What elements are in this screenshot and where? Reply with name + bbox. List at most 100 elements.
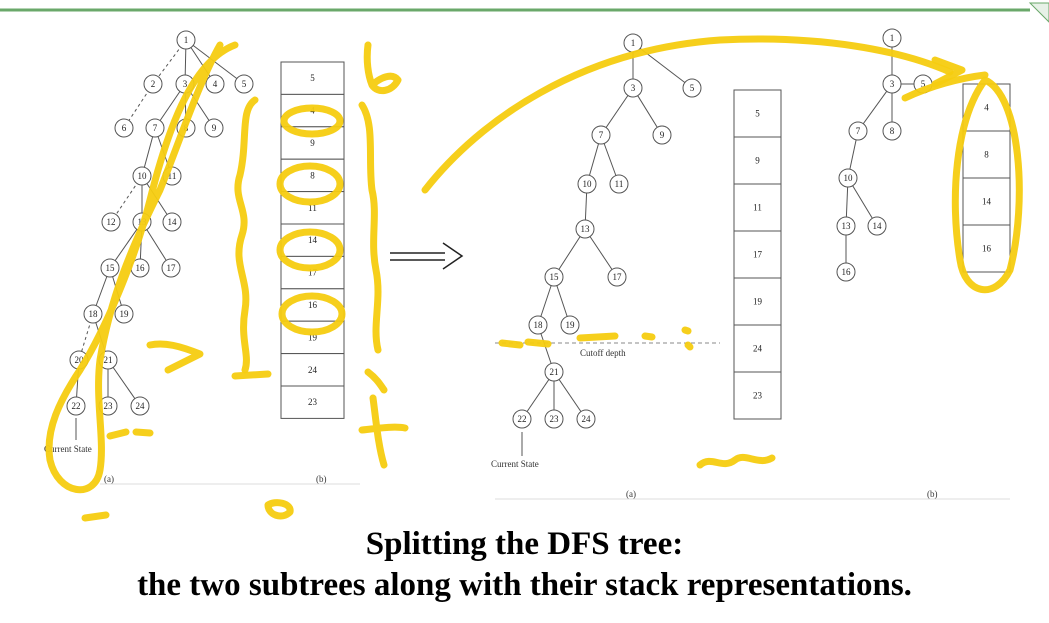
right-stack-value: 24	[753, 344, 763, 354]
left-tree-node-label: 14	[168, 217, 178, 227]
split-tree-node-label: 5	[921, 79, 926, 89]
split-tree-node-10: 10	[838, 168, 858, 188]
right-tree-node-24: 24	[576, 409, 596, 429]
right-tree-node-label: 9	[660, 130, 665, 140]
right-tree-node-17: 17	[607, 267, 627, 287]
right-tree-node-circle	[609, 174, 629, 194]
left-stack-value: 11	[308, 203, 317, 213]
left-tree-node-19: 19	[114, 304, 134, 324]
right-current-state-label: Current State	[491, 459, 539, 469]
right-stack-rect	[733, 136, 782, 185]
left-tree-node-circle	[114, 304, 134, 324]
right-tree-node-circle	[512, 409, 532, 429]
right-tree-node-circle	[528, 315, 548, 335]
left-tree-node-label: 19	[120, 309, 130, 319]
yellow-annotations	[45, 35, 1023, 522]
left-tree-node-label: 11	[168, 171, 177, 181]
left-tree-node-18: 18	[83, 304, 103, 324]
split-tree-node-label: 10	[844, 173, 854, 183]
split-stack-cell: 16	[962, 224, 1011, 273]
right-stack-value: 17	[753, 250, 763, 260]
left-tree-node-label: 3	[183, 79, 188, 89]
split-tree-node-7: 7	[848, 121, 868, 141]
split-tree-node-circle	[836, 262, 856, 282]
right-tree-node-circle	[560, 315, 580, 335]
left-tree-node-circle	[130, 396, 150, 416]
right-tree-node-label: 10	[583, 179, 593, 189]
right-tree-node-7: 7	[591, 125, 611, 145]
split-stack-cell: 8	[962, 130, 1011, 179]
transition-arrow	[390, 242, 464, 270]
right-tree-edge-13-17	[584, 228, 618, 278]
left-tree-node-label: 12	[107, 217, 116, 227]
right-tree-node-23: 23	[544, 409, 564, 429]
right-tree-node-circle	[591, 125, 611, 145]
left-tree-node-22: 22	[66, 396, 86, 416]
left-tree-node-14: 14	[162, 212, 182, 232]
left-tree-node-10: 10	[132, 166, 152, 186]
right-tree-node-label: 23	[550, 414, 560, 424]
right-tree-edge-13-15	[553, 228, 586, 278]
right-tree-node-circle	[576, 409, 596, 429]
left-tree-node-label: 6	[122, 123, 127, 133]
right-tree-node-circle	[607, 267, 627, 287]
right-stack-rect	[733, 230, 782, 279]
right-stack-value: 9	[755, 156, 760, 166]
right-stack-cell: 19	[733, 277, 782, 326]
left-tree-node-1: 1	[176, 30, 196, 50]
right-tree-node-circle	[544, 409, 564, 429]
right-tree-node-label: 21	[550, 367, 559, 377]
right-tree-node-1: 1	[623, 33, 643, 53]
right-stack-cell: 24	[733, 324, 782, 373]
split-stack-rect	[962, 224, 1011, 273]
split-tree-node-circle	[838, 168, 858, 188]
left-tree-node-circle	[204, 118, 224, 138]
left-stack-value: 5	[310, 73, 315, 83]
right-tree-node-label: 17	[613, 272, 623, 282]
left-current-state-label: Current State	[44, 444, 92, 454]
right-label-b: (b)	[927, 489, 938, 499]
split-tree-node-label: 13	[842, 221, 852, 231]
left-label-a: (a)	[104, 474, 114, 484]
right-tree-node-label: 1	[631, 38, 636, 48]
left-tree-node-15: 15	[100, 258, 120, 278]
left-stack-value: 14	[308, 235, 318, 245]
left-tree-node-label: 2	[151, 79, 156, 89]
left-tree-node-label: 10	[138, 171, 148, 181]
split-tree-node-1: 1	[882, 28, 902, 48]
split-tree-node-circle	[882, 74, 902, 94]
left-stack-value: 24	[308, 365, 318, 375]
split-tree-node-3: 3	[882, 74, 902, 94]
left-tree-node-circle	[161, 258, 181, 278]
right-tree-node-3: 3	[623, 78, 643, 98]
left-tree-node-label: 23	[104, 401, 114, 411]
split-tree-node-label: 3	[890, 79, 895, 89]
left-tree-node-label: 15	[106, 263, 116, 273]
left-tree-node-label: 4	[213, 79, 218, 89]
split-stack-value: 4	[984, 103, 989, 113]
split-tree-node-circle	[836, 216, 856, 236]
left-tree-node-label: 20	[75, 355, 85, 365]
caption-line-1: Splitting the DFS tree:	[365, 526, 684, 562]
right-tree-node-label: 15	[550, 272, 560, 282]
right-tree-node-circle	[577, 174, 597, 194]
left-stack-rect	[280, 385, 345, 419]
left-tree-node-circle	[114, 118, 134, 138]
left-tree-node-24: 24	[130, 396, 150, 416]
split-tree-edge-3-7	[857, 83, 893, 132]
left-stack-rect	[280, 353, 345, 387]
split-stack-value: 14	[982, 197, 992, 207]
right-tree-node-21: 21	[544, 362, 564, 382]
split-tree-node-label: 1	[890, 33, 895, 43]
left-tree-node-label: 17	[167, 263, 177, 273]
right-tree-node-9: 9	[652, 125, 672, 145]
left-stack-value: 16	[308, 300, 318, 310]
split-tree-node-circle	[848, 121, 868, 141]
right-tree-node-18: 18	[528, 315, 548, 335]
left-stack-value: 8	[310, 170, 315, 180]
right-tree-node-label: 7	[599, 130, 604, 140]
left-stack-cell: 24	[280, 353, 345, 387]
split-tree-node-13: 13	[836, 216, 856, 236]
